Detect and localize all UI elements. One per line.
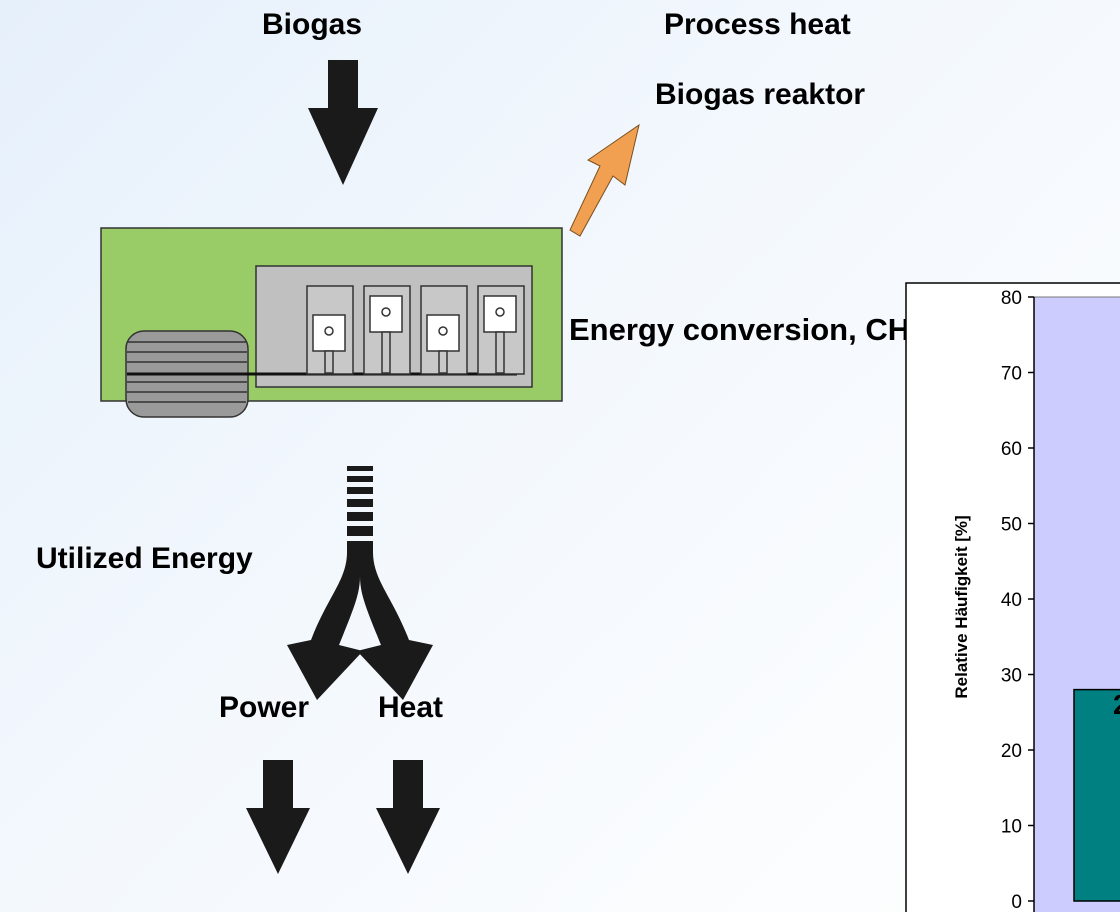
y-tick-label: 10 [1001,817,1022,838]
process-heat-label: Process heat [664,8,851,41]
y-tick-label: 30 [1001,666,1022,687]
y-tick-label: 20 [1001,741,1022,762]
bar [1073,688,1120,902]
biogas-input-arrow [308,60,378,185]
heat-output-arrow [376,760,440,874]
biogas-reaktor-label: Biogas reaktor [655,78,866,111]
heat-label: Heat [378,691,444,724]
chart: 0 10 20 30 40 50 60 70 80 Relative Häufigkeit [%… [905,282,1120,912]
y-tick-label: 70 [1001,364,1022,385]
utilized-energy-label: Utilized Energy [36,542,253,575]
y-tick-label: 60 [1001,439,1022,460]
chp-unit [100,227,563,418]
power-output-arrow [246,760,310,874]
utilized-energy-split-arrow [287,466,433,700]
biogas-label: Biogas [262,8,363,41]
piston-assembly [306,285,525,375]
y-tick-label: 40 [1001,590,1022,611]
y-tick-label: 50 [1001,515,1022,536]
chart-y-axis-label: Relative Häufigkeit [%] [952,515,971,698]
y-tick-label: 80 [1001,288,1022,309]
y-tick-label: 0 [1011,892,1022,912]
power-label: Power [219,691,310,724]
process-heat-arrow [569,123,640,237]
bar-value-label: 2 [1113,689,1120,720]
